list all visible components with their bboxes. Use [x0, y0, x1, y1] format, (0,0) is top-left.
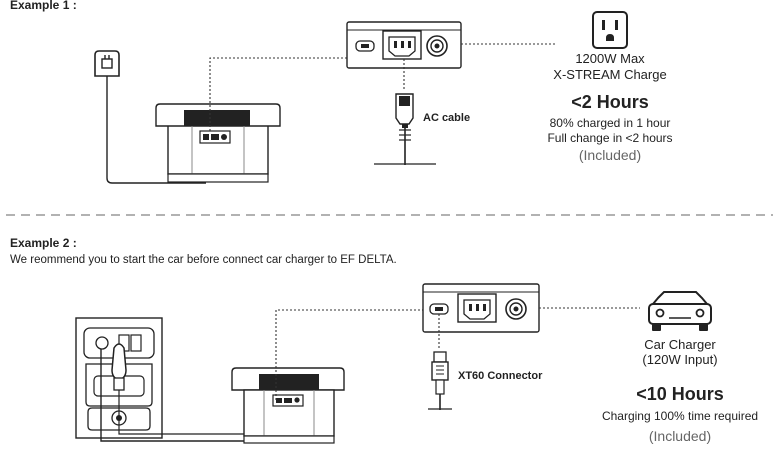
charge-line-1: 1200W Max [575, 51, 645, 66]
dotted-link-2 [275, 309, 423, 400]
charger-line-1: Car Charger [644, 337, 716, 352]
example-1-time: <2 Hours [571, 92, 649, 112]
example-2-time: <10 Hours [636, 384, 724, 404]
power-station-icon [231, 367, 345, 444]
us-outlet-icon [592, 11, 628, 49]
ac-cable-label: AC cable [423, 112, 471, 124]
power-station-icon [155, 103, 281, 183]
example-2-included: (Included) [648, 428, 712, 444]
example-2-note: We reommend you to start the car before … [10, 254, 397, 266]
dotted-link-1 [209, 57, 347, 131]
wall-cord [106, 76, 206, 184]
ac-input-panel-icon [346, 21, 462, 69]
charger-line-2: (120W Input) [642, 352, 718, 367]
car-cord-2 [118, 390, 252, 435]
ac-input-panel-icon [422, 283, 540, 333]
example-1-detail-2: Full change in <2 hours [547, 131, 673, 145]
xt60-plug-icon [431, 351, 449, 410]
example-1-heading: Example 1 : [10, 0, 77, 12]
xt60-connector-label: XT60 Connector [458, 370, 543, 382]
charge-line-2: X-STREAM Charge [553, 67, 667, 82]
example-2-detail: Charging 100% time required [601, 409, 759, 423]
example-2-heading: Example 2 : [10, 236, 77, 250]
example-1-detail-1: 80% charged in 1 hour [549, 116, 671, 130]
wall-plug-icon [94, 50, 120, 77]
example-1-included: (Included) [578, 147, 642, 163]
car-icon [648, 291, 712, 331]
ac-plug-icon [395, 93, 414, 165]
